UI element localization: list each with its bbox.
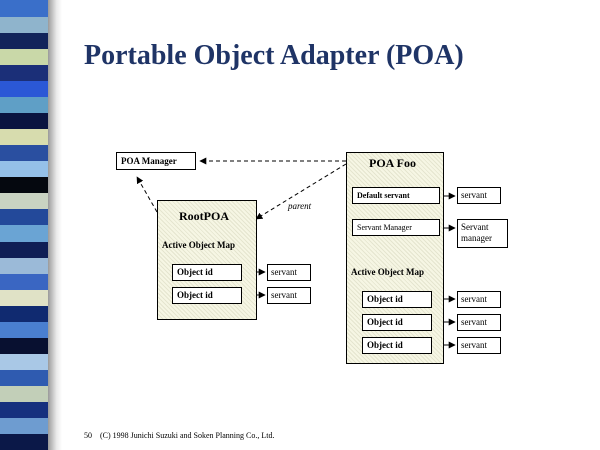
foo-object-id-2: Object id bbox=[362, 314, 432, 331]
stripe-segment bbox=[0, 225, 48, 242]
root-servant-1: servant bbox=[267, 264, 311, 281]
stripe-segment bbox=[0, 369, 48, 387]
stripe-segment bbox=[0, 337, 48, 355]
foo-object-id-2-label: Object id bbox=[367, 317, 403, 327]
servant-manager-target: Servant manager bbox=[457, 219, 508, 248]
stripe-segment bbox=[0, 257, 48, 274]
poa-manager-box: POA Manager bbox=[116, 152, 196, 170]
default-servant-box: Default servant bbox=[352, 187, 440, 204]
stripe-segment bbox=[0, 112, 48, 130]
stripe-segment bbox=[0, 192, 48, 210]
foo-object-id-1: Object id bbox=[362, 291, 432, 308]
stripe-segment bbox=[0, 16, 48, 33]
stripe-segment bbox=[0, 128, 48, 146]
stripe-segment bbox=[0, 32, 48, 49]
root-object-id-1-label: Object id bbox=[177, 267, 213, 277]
stripe-segment bbox=[0, 241, 48, 258]
stripe-segment bbox=[0, 305, 48, 322]
root-servant-2: servant bbox=[267, 287, 311, 304]
decorative-stripe bbox=[0, 0, 62, 450]
foo-servant-2: servant bbox=[457, 314, 501, 331]
foo-servant-3-label: servant bbox=[461, 340, 487, 350]
servant-manager-box: Servant Manager bbox=[352, 219, 440, 236]
stripe-segment bbox=[0, 48, 48, 65]
default-servant-target: servant bbox=[457, 187, 501, 204]
foo-map-label: Active Object Map bbox=[351, 267, 424, 277]
poa-manager-label: POA Manager bbox=[121, 156, 177, 166]
stripe-segment bbox=[0, 401, 48, 419]
foo-object-id-3-label: Object id bbox=[367, 340, 403, 350]
root-object-id-2-label: Object id bbox=[177, 290, 213, 300]
default-servant-label: Default servant bbox=[357, 191, 410, 200]
root-poa-title: RootPOA bbox=[179, 209, 229, 223]
root-object-id-2: Object id bbox=[172, 287, 242, 304]
stripe-segment bbox=[0, 433, 48, 450]
root-object-id-1: Object id bbox=[172, 264, 242, 281]
stripe-segment bbox=[0, 160, 48, 178]
servant-manager-label: Servant Manager bbox=[357, 223, 412, 232]
stripe-segment bbox=[0, 176, 48, 194]
root-servant-1-label: servant bbox=[271, 267, 297, 277]
stripe-segment bbox=[0, 353, 48, 371]
stripe-segment bbox=[0, 321, 48, 338]
root-to-manager-arrow bbox=[136, 176, 158, 213]
slide-title: Portable Object Adapter (POA) bbox=[84, 40, 464, 71]
stripe-segment bbox=[0, 144, 48, 162]
stripe-segment bbox=[0, 208, 48, 226]
stripe-segment bbox=[0, 289, 48, 306]
copyright-text: (C) 1998 Junichi Suzuki and Soken Planni… bbox=[100, 431, 275, 440]
servant-manager-target-label: Servant manager bbox=[461, 222, 492, 243]
foo-object-id-1-label: Object id bbox=[367, 294, 403, 304]
stripe-shadow bbox=[48, 0, 62, 450]
foo-servant-1: servant bbox=[457, 291, 501, 308]
stripe-segment bbox=[0, 0, 48, 17]
stripe-segment bbox=[0, 96, 48, 113]
poa-foo-title: POA Foo bbox=[369, 156, 416, 170]
foo-servant-3: servant bbox=[457, 337, 501, 354]
foo-servant-2-label: servant bbox=[461, 317, 487, 327]
stripe-segment bbox=[0, 385, 48, 403]
stripe-segment bbox=[0, 417, 48, 435]
parent-arrow bbox=[255, 163, 347, 220]
stripe-segment bbox=[0, 80, 48, 97]
page-number: 50 bbox=[84, 431, 92, 440]
stripe-segment bbox=[0, 273, 48, 290]
default-servant-target-label: servant bbox=[461, 190, 487, 200]
foo-servant-1-label: servant bbox=[461, 294, 487, 304]
foo-object-id-3: Object id bbox=[362, 337, 432, 354]
slide-footer: 50 (C) 1998 Junichi Suzuki and Soken Pla… bbox=[84, 431, 274, 440]
root-map-label: Active Object Map bbox=[162, 240, 235, 250]
root-servant-2-label: servant bbox=[271, 290, 297, 300]
stripe-segment bbox=[0, 64, 48, 81]
parent-label: parent bbox=[288, 201, 312, 211]
poa-foo-panel bbox=[346, 152, 444, 364]
